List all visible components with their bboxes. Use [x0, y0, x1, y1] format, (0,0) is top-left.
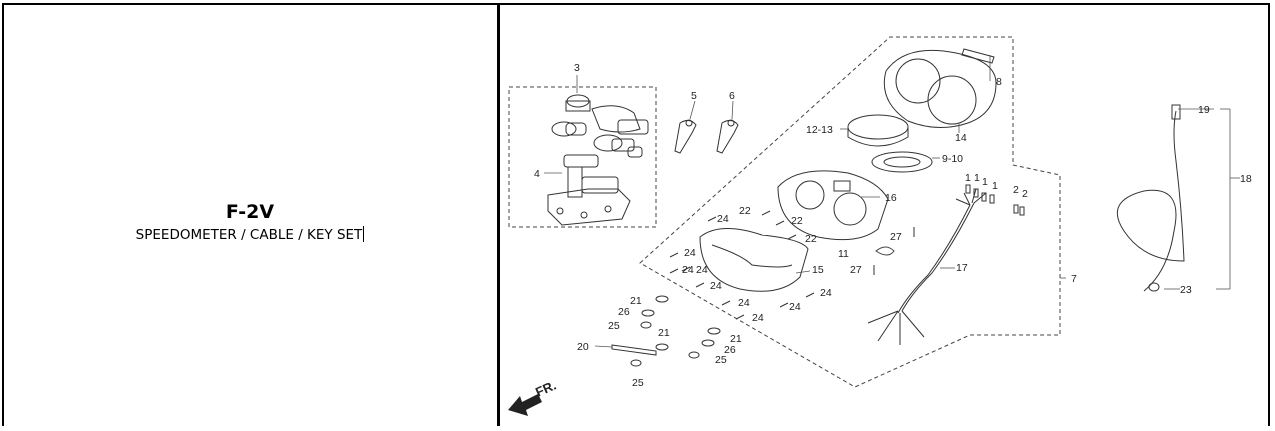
- callout-5: 5: [691, 90, 697, 102]
- callout-22a: 22: [739, 205, 751, 217]
- callout-24g: 24: [752, 312, 764, 324]
- callout-1d: 1: [992, 180, 998, 192]
- meter-lower-cover-part: [699, 227, 809, 292]
- callout-18: 18: [1240, 173, 1252, 185]
- model-title: SPEEDOMETER / CABLE / KEY SET: [135, 227, 363, 243]
- callout-24d: 24: [696, 264, 708, 276]
- callout-1c: 1: [982, 176, 988, 188]
- speedometer-cable-part: [1116, 104, 1185, 292]
- callout-labels: 3 4 5 6 8 12-13 14 9-10 16 22 22 22 24 2…: [534, 62, 1252, 389]
- callout-2a: 2: [1013, 184, 1019, 196]
- text-cursor: [363, 226, 365, 242]
- callout-21a: 21: [630, 295, 642, 307]
- emblem-part: [961, 48, 995, 64]
- callout-12-13: 12-13: [806, 124, 833, 136]
- parts-diagram-svg: FR. 3 4 5 6 8 12-13 14 9-10 16 22 22 22 …: [508, 36, 1252, 416]
- callout-16: 16: [885, 192, 897, 204]
- model-info-cell: F-2V SPEEDOMETER / CABLE / KEY SET: [4, 5, 496, 426]
- callout-22c: 22: [805, 233, 817, 245]
- meter-assembly-group-box: [639, 36, 1061, 388]
- exploded-parts-diagram: FR. 3 4 5 6 8 12-13 14 9-10 16 22 22 22 …: [500, 5, 1266, 431]
- callout-21c: 21: [730, 333, 742, 345]
- model-code: F-2V: [225, 201, 275, 223]
- callout-21b: 21: [658, 327, 670, 339]
- clamp-part: [875, 246, 895, 256]
- callout-26a: 26: [618, 306, 630, 318]
- callout-22b: 22: [791, 215, 803, 227]
- callout-4: 4: [534, 168, 540, 180]
- callout-24a: 24: [717, 213, 729, 225]
- column-divider: [497, 5, 500, 426]
- callout-24h: 24: [789, 301, 801, 313]
- callout-11: 11: [838, 248, 849, 260]
- ignition-switch-part: [547, 105, 649, 226]
- key-5-part: [674, 119, 697, 154]
- callout-27a: 27: [890, 231, 902, 243]
- screws-part: [669, 210, 915, 320]
- callout-23: 23: [1180, 284, 1192, 296]
- meter-lens-part: [847, 114, 909, 147]
- callout-25c: 25: [632, 377, 644, 389]
- meter-case-part: [777, 170, 889, 241]
- callout-9-10: 9-10: [942, 153, 963, 165]
- callout-15: 15: [812, 264, 824, 276]
- callout-6: 6: [729, 90, 735, 102]
- front-label: FR.: [533, 378, 558, 400]
- callout-24i: 24: [820, 287, 832, 299]
- callout-25a: 25: [608, 320, 620, 332]
- callout-7: 7: [1071, 273, 1077, 285]
- callout-24c: 24: [682, 264, 694, 276]
- callout-25b: 25: [715, 354, 727, 366]
- right-border: [1268, 3, 1270, 426]
- callout-8: 8: [996, 76, 1002, 88]
- meter-cover-part: [883, 49, 997, 128]
- callout-3: 3: [574, 62, 580, 74]
- callout-14: 14: [955, 132, 967, 144]
- callout-26b: 26: [724, 344, 736, 356]
- callout-17: 17: [956, 262, 968, 274]
- callout-24f: 24: [738, 297, 750, 309]
- leader-lines: [544, 55, 1240, 348]
- callout-2b: 2: [1022, 188, 1028, 200]
- callout-1b: 1: [974, 172, 980, 184]
- dial-plate-part: [871, 151, 933, 173]
- callout-20: 20: [577, 341, 589, 353]
- front-direction-arrow: FR.: [508, 378, 558, 416]
- callout-1a: 1: [965, 172, 971, 184]
- key-switch-cap-part: [565, 94, 591, 112]
- key-set-group-box: [508, 86, 657, 228]
- bulb-sockets-part: [965, 184, 1025, 216]
- callout-19: 19: [1198, 104, 1210, 116]
- callout-24b: 24: [684, 247, 696, 259]
- wire-harness-part: [867, 188, 987, 345]
- key-6-part: [716, 119, 739, 154]
- callout-24e: 24: [710, 280, 722, 292]
- callout-27b: 27: [850, 264, 862, 276]
- bracket-nuts-part: [611, 295, 721, 367]
- model-title-row: SPEEDOMETER / CABLE / KEY SET: [4, 226, 496, 243]
